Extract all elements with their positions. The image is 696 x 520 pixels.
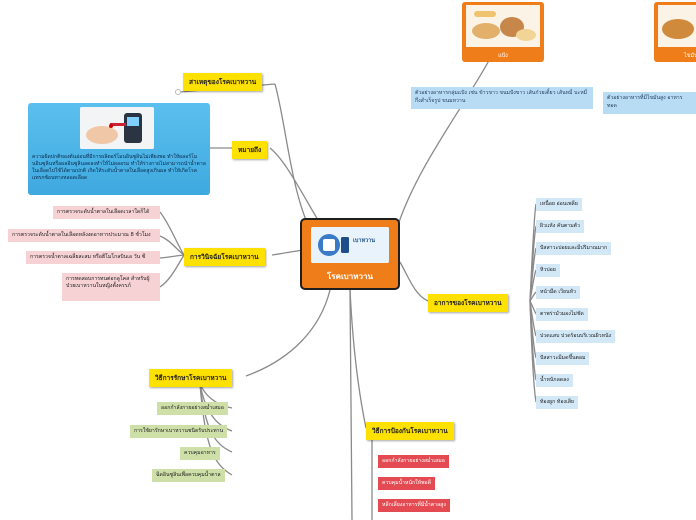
diagnosis-item-label: การตรวจระดับน้ำตาลในเลือดเวลาใดก็ได้ — [57, 209, 150, 215]
symptom-item-label: ปัสสาวะบ่อยและมีปริมาณมาก — [540, 245, 608, 251]
symptom-item[interactable]: น้ำหนักลดลง — [536, 374, 573, 388]
connector-treatment — [245, 289, 331, 377]
starch-label: แป้ง — [498, 53, 508, 59]
symptom-item-label: หน้ามืด เวียนหัว — [540, 289, 576, 295]
connector-prevention — [349, 289, 367, 429]
fat-note-text: ตัวอย่างอาหารที่มีไขมันสูง อาหารทอด — [607, 95, 683, 109]
causes-title: สาเหตุของโรคเบาหวาน — [189, 78, 257, 86]
causes-topic[interactable]: สาเหตุของโรคเบาหวาน — [183, 73, 263, 91]
treatment-item-label: การใช้ยารักษาเบาหวานชนิดรับประทาน — [134, 428, 224, 434]
treatment-item-label: ออกกำลังกายอย่างสม่ำเสมอ — [161, 405, 224, 411]
diagnosis-item[interactable]: การตรวจน้ำตาลเฉลี่ยสะสม หรือฮีโมโกลบินเอ… — [26, 251, 160, 265]
diagnosis-topic[interactable]: การวินิจฉัยโรคเบาหวาน — [184, 248, 265, 266]
connector-causes — [274, 83, 307, 221]
diagnosis-item-label: การตรวจน้ำตาลเฉลี่ยสะสม หรือฮีโมโกลบินเอ… — [30, 254, 146, 260]
symptom-item[interactable]: ปวดแสบ ปวดร้อนบริเวณผิวหนัง — [536, 330, 616, 344]
treatment-item[interactable]: การใช้ยารักษาเบาหวานชนิดรับประทาน — [130, 425, 228, 439]
symptom-item[interactable]: หิวบ่อย — [536, 264, 560, 278]
symptom-item-label: ตาพร่ามัวมองไม่ชัด — [540, 311, 584, 317]
center-image-caption: เบาหวาน — [353, 238, 376, 244]
symptom-item[interactable]: เหนื่อย อ่อนเพลีย — [536, 198, 582, 212]
fat-image — [658, 5, 696, 47]
connector-diagnosis — [271, 249, 304, 256]
treatment-item[interactable]: ฉีดอินซูลินเพื่อควบคุมน้ำตาล — [152, 469, 225, 483]
prevention-title: วิธีการป้องกันโรคเบาหวาน — [372, 427, 448, 435]
prevention-topic[interactable]: วิธีการป้องกันโรคเบาหวาน — [366, 422, 454, 440]
connector-down — [349, 289, 353, 520]
treatment-topic[interactable]: วิธีการรักษาโรคเบาหวาน — [149, 369, 233, 387]
treatment-item-label: ฉีดอินซูลินเพื่อควบคุมน้ำตาล — [156, 472, 221, 478]
diagnosis-title: การวินิจฉัยโรคเบาหวาน — [190, 253, 259, 261]
symptoms-topic[interactable]: อาการของโรคเบาหวาน — [428, 294, 508, 312]
symptom-item[interactable]: ปัสสาวะมีมดขึ้นตอม — [536, 352, 590, 366]
symptom-item[interactable]: ผิวแห้ง คันตามตัว — [536, 220, 584, 234]
definition-text: ความผิดปกติของต้นอ่อนที่มีการผลิตอร์โมนอ… — [32, 154, 206, 182]
prevention-item[interactable]: ออกกำลังกายอย่างสม่ำเสมอ — [378, 455, 449, 469]
diagnosis-item[interactable]: การตรวจระดับน้ำตาลในเลือดหลังงดอาหารประม… — [8, 229, 160, 243]
diagnosis-item-label: การตรวจระดับน้ำตาลในเลือดหลังงดอาหารประม… — [12, 232, 151, 238]
prevention-item-label: ควบคุมน้ำหนักให้พอดี — [382, 480, 431, 486]
symptom-item-label: ผิวแห้ง คันตามตัว — [540, 223, 580, 229]
symptom-item[interactable]: ปัสสาวะบ่อยและมีปริมาณมาก — [536, 242, 612, 256]
fat-note[interactable]: ตัวอย่างอาหารที่มีไขมันสูง อาหารทอด — [603, 92, 696, 114]
starch-image — [466, 5, 540, 47]
central-title: โรคเบาหวาน — [327, 272, 373, 281]
diabetes-image: เบาหวาน — [311, 227, 389, 263]
symptom-item[interactable]: ท้องผูก ท้องเสีย — [536, 396, 578, 410]
prevention-item-label: หลีกเลี่ยงอาหารที่มีน้ำตาลสูง — [382, 502, 446, 508]
starch-note-text: ตัวอย่างอาหารกลุ่มแป้ง เช่น ข้าวขาว ขนมป… — [415, 90, 588, 104]
symptom-item-label: ปวดแสบ ปวดร้อนบริเวณผิวหนัง — [540, 333, 612, 339]
connector-definition — [269, 147, 319, 221]
prevention-item[interactable]: ควบคุมน้ำหนักให้พอดี — [378, 477, 435, 491]
symptom-item[interactable]: ตาพร่ามัวมองไม่ชัด — [536, 308, 588, 322]
food-card-starch[interactable]: แป้ง — [462, 2, 544, 62]
symptom-item-label: น้ำหนักลดลง — [540, 377, 569, 383]
definition-title: หมายถึง — [238, 146, 262, 154]
symptom-item[interactable]: หน้ามืด เวียนหัว — [536, 286, 580, 300]
treatment-item-label: ควบคุมอาหาร — [184, 450, 216, 456]
symptom-item-label: ท้องผูก ท้องเสีย — [540, 399, 574, 405]
central-topic[interactable]: เบาหวาน โรคเบาหวาน — [300, 218, 400, 290]
definition-topic[interactable]: หมายถึง — [232, 141, 268, 159]
definition-box[interactable]: ความผิดปกติของต้นอ่อนที่มีการผลิตอร์โมนอ… — [28, 103, 210, 195]
glucose-meter-image — [80, 107, 154, 149]
diagnosis-item[interactable]: การตรวจระดับน้ำตาลในเลือดเวลาใดก็ได้ — [53, 206, 160, 220]
connector-symptoms — [399, 261, 429, 302]
diagnosis-item[interactable]: การทดสอบการทนต่อกลูโคส สำหรับผู้ป่วยเบาห… — [62, 273, 160, 301]
collapse-handle[interactable] — [175, 89, 181, 95]
symptoms-title: อาการของโรคเบาหวาน — [434, 299, 502, 307]
symptom-item-label: เหนื่อย อ่อนเพลีย — [540, 201, 578, 207]
symptom-item-label: หิวบ่อย — [540, 267, 556, 273]
food-card-fat[interactable]: ไขมัน — [654, 2, 696, 62]
prevention-item[interactable]: หลีกเลี่ยงอาหารที่มีน้ำตาลสูง — [378, 499, 450, 513]
symptom-item-label: ปัสสาวะมีมดขึ้นตอม — [540, 355, 586, 361]
treatment-item[interactable]: ควบคุมอาหาร — [180, 447, 220, 461]
prevention-item-label: ออกกำลังกายอย่างสม่ำเสมอ — [382, 458, 445, 464]
fat-label: ไขมัน — [684, 53, 696, 59]
starch-note[interactable]: ตัวอย่างอาหารกลุ่มแป้ง เช่น ข้าวขาว ขนมป… — [411, 87, 593, 109]
treatment-item[interactable]: ออกกำลังกายอย่างสม่ำเสมอ — [157, 402, 228, 416]
treatment-title: วิธีการรักษาโรคเบาหวาน — [155, 374, 227, 382]
diagnosis-item-label: การทดสอบการทนต่อกลูโคส สำหรับผู้ป่วยเบาห… — [66, 276, 150, 290]
